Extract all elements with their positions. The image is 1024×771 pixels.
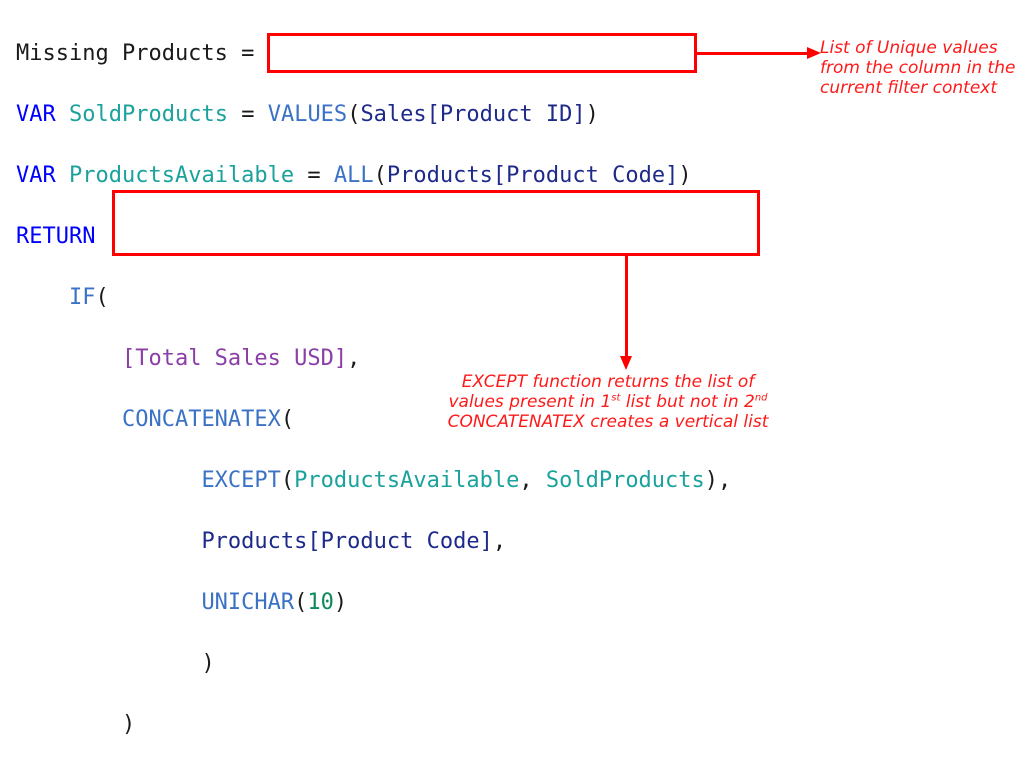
- paren: (: [294, 589, 308, 615]
- variable-name: ProductsAvailable: [69, 162, 295, 188]
- column-reference: Sales[Product ID]: [360, 101, 586, 127]
- indent: [16, 468, 201, 493]
- paren: ): [704, 467, 719, 493]
- code-line-3: VAR ProductsAvailable = ALL(Products[Pro…: [16, 161, 731, 192]
- code-line-12: ): [16, 710, 731, 741]
- except-annotation-line-2: values present in 1st list but not in 2n…: [418, 392, 798, 412]
- indent: [16, 590, 201, 615]
- code-line-7: CONCATENATEX(: [16, 405, 731, 436]
- code-line-4: RETURN: [16, 222, 731, 253]
- indent: [16, 285, 69, 310]
- separator: ,: [519, 467, 546, 493]
- text: list but not in 2: [620, 392, 755, 412]
- function-name: ALL: [333, 162, 374, 188]
- comma: ,: [347, 345, 361, 371]
- comma: ,: [718, 467, 732, 493]
- code-line-10: UNICHAR(10): [16, 588, 731, 619]
- comma: ,: [492, 528, 507, 554]
- paren: ): [121, 711, 136, 737]
- column-reference: Products[Product Code]: [201, 528, 493, 554]
- code-line-2: VAR SoldProducts = VALUES(Sales[Product …: [16, 100, 731, 131]
- paren: (: [280, 467, 295, 493]
- except-annotation: EXCEPT function returns the list of valu…: [418, 372, 798, 432]
- function-name: CONCATENATEX: [121, 406, 281, 432]
- paren: (: [280, 406, 295, 432]
- paren: (: [347, 101, 361, 127]
- paren: ): [201, 650, 215, 676]
- except-annotation-line-1: EXCEPT function returns the list of: [461, 372, 755, 392]
- measure-declaration: Missing Products =: [16, 40, 255, 66]
- indent: [16, 346, 122, 371]
- number-literal: 10: [307, 589, 334, 615]
- superscript: nd: [754, 392, 768, 404]
- paren: ): [585, 101, 599, 127]
- code-line-1: Missing Products =: [16, 39, 731, 70]
- var-keyword: VAR: [16, 162, 56, 188]
- indent: [16, 529, 201, 554]
- indent: [16, 712, 122, 737]
- function-name: EXCEPT: [201, 467, 281, 493]
- variable-name: ProductsAvailable: [294, 467, 520, 493]
- function-name: VALUES: [267, 101, 348, 127]
- except-annotation-line-3: CONCATENATEX creates a vertical list: [447, 412, 769, 432]
- code-line-8: EXCEPT(ProductsAvailable, SoldProducts),: [16, 466, 731, 497]
- var-keyword: VAR: [16, 101, 56, 127]
- indent: [16, 407, 122, 432]
- paren: (: [373, 162, 387, 188]
- paren: ): [678, 162, 692, 188]
- values-connector-line: [697, 52, 809, 55]
- equals-sign: =: [294, 162, 334, 188]
- concatenatex-highlight-box: [112, 190, 760, 256]
- values-annotation: List of Unique values from the column in…: [820, 38, 1016, 98]
- variable-name: SoldProducts: [545, 467, 705, 493]
- indent: [16, 651, 201, 676]
- code-line-5: IF(: [16, 283, 731, 314]
- values-highlight-box: [267, 33, 697, 73]
- arrow-down-icon: [620, 356, 632, 370]
- code-line-11: ): [16, 649, 731, 680]
- function-name: IF: [68, 284, 96, 310]
- return-keyword: RETURN: [16, 223, 96, 249]
- code-line-9: Products[Product Code],: [16, 527, 731, 558]
- paren: (: [95, 284, 109, 310]
- column-reference: Products[Product Code]: [386, 162, 679, 188]
- superscript: st: [611, 392, 621, 404]
- except-connector-line: [625, 256, 628, 360]
- arrow-right-icon: [807, 47, 821, 59]
- equals-sign: =: [227, 101, 268, 127]
- code-line-6: [Total Sales USD],: [16, 344, 731, 375]
- text: values present in 1: [448, 392, 612, 412]
- measure-reference: [Total Sales USD]: [121, 345, 348, 371]
- paren: ): [333, 589, 348, 615]
- variable-name: SoldProducts: [69, 101, 228, 127]
- function-name: UNICHAR: [201, 589, 295, 615]
